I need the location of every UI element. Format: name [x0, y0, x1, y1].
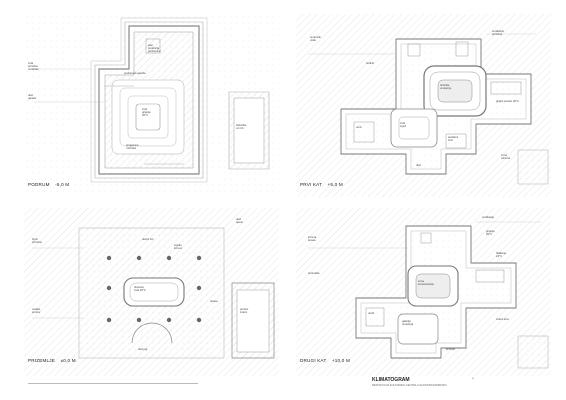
- drugikat-drawing: [296, 208, 551, 376]
- prvikat-label-j: ulaz: [416, 164, 421, 167]
- footer-scale-line: [28, 383, 198, 384]
- drugikat-label-b: ventilacija: [482, 216, 494, 219]
- drugikat-label-h: zeleni krov: [496, 318, 509, 321]
- prizemlje-label-f: terasa: [210, 300, 218, 303]
- prizemlje-drawing: [24, 208, 279, 376]
- prvikat-title-name: PRVI KAT: [300, 182, 323, 187]
- drugikat-title: DRUGI KAT +10,0 M: [300, 358, 350, 363]
- podrum-drawing: [24, 14, 279, 197]
- prvikat-label-c: grijani prostor 20°C: [496, 100, 520, 103]
- drugikat-label-j: prozrač.: [446, 348, 456, 351]
- prvikat-title: PRVI KAT +5,0 M: [300, 182, 343, 187]
- sheet-subtitle: RESTRUKCIJA KULTURNOG CENTRA U SLAVONSKO…: [372, 384, 447, 387]
- prvikat-label-f: hodnik: [366, 62, 374, 65]
- podrum-level: -5,0 M: [55, 182, 70, 187]
- podrum-title-name: PODRUM: [28, 182, 50, 187]
- drugikat-title-name: DRUGI KAT: [300, 358, 327, 363]
- prizemlje-title: PRIZEMLJE ±0,0 M: [28, 358, 76, 363]
- prvikat-drawing: [296, 14, 551, 197]
- drugikat-level: +10,0 M: [331, 358, 351, 363]
- prvikat-label-g: ured: [356, 126, 362, 129]
- prizemlje-label-b: ulazni hol: [142, 238, 154, 241]
- prizemlje-label-h: ulaz jug: [138, 348, 148, 351]
- drugikat-label-g: spremište: [308, 272, 320, 275]
- prvikat-level: +5,0 M: [327, 182, 343, 187]
- prizemlje-level: ±0,0 M: [60, 358, 76, 363]
- page-mark: a: [472, 377, 474, 380]
- sheet-title: KLIMATOGRAM: [372, 377, 410, 383]
- drugikat-label-e: uredi: [368, 312, 374, 315]
- prizemlje-title-name: PRIZEMLJE: [28, 358, 56, 363]
- podrum-label-b: podzemna garaža: [124, 72, 146, 75]
- podrum-title: PODRUM -5,0 M: [28, 182, 69, 187]
